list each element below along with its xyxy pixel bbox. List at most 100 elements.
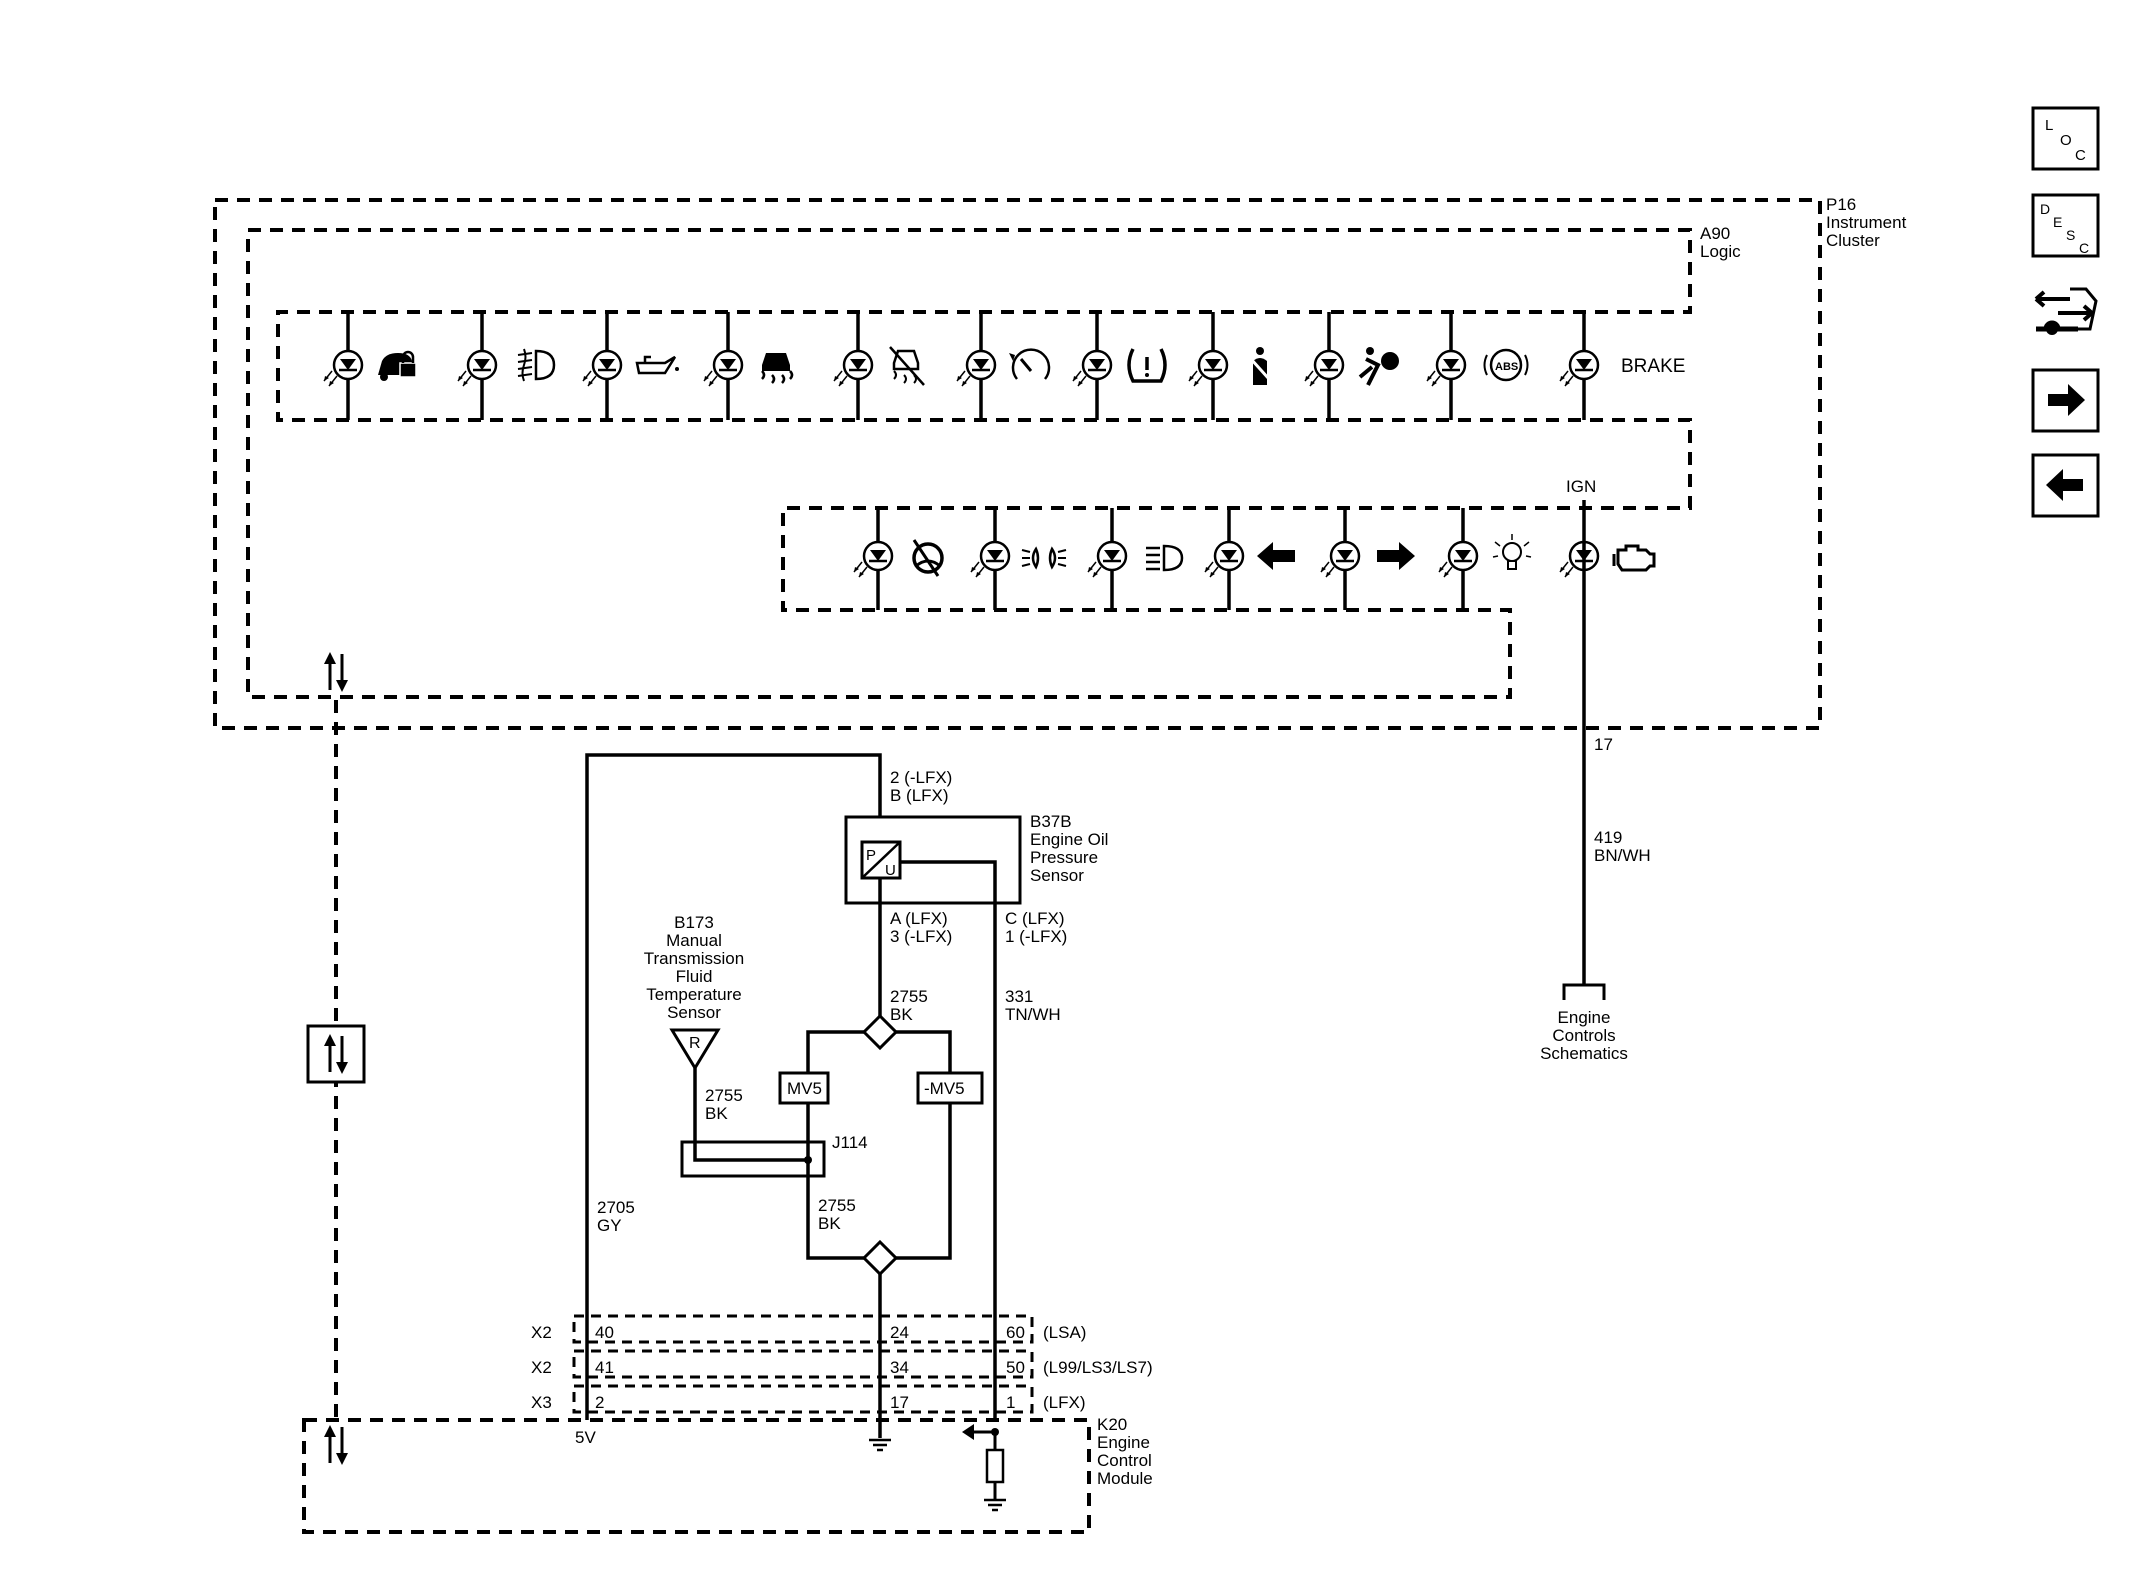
next-page-button[interactable] (2031, 368, 2100, 433)
engine-controls-label-2: Controls (1552, 1026, 1615, 1045)
b37b-label-3: Pressure (1030, 848, 1098, 867)
neg-mv5-label: -MV5 (924, 1079, 965, 1098)
k20-label-3: Control (1097, 1451, 1152, 1470)
k20-label-1: K20 (1097, 1415, 1127, 1434)
wire-331-signal (900, 860, 997, 1420)
connector-pin-1-gnd: 24 (890, 1323, 909, 1342)
svg-text:ABS: ABS (1495, 361, 1518, 373)
svg-text:L: L (2045, 117, 2053, 134)
ecm-resistor-ground-icon (982, 1498, 1008, 1512)
indicator-row-2 (852, 508, 1656, 610)
connector-pin-1-sig: 60 (1006, 1323, 1025, 1342)
b173-label-4: Fluid (676, 967, 713, 986)
b173-label-3: Transmission (644, 949, 744, 968)
description-button[interactable]: D E S C (2031, 193, 2100, 258)
security-lock-icon (378, 350, 417, 381)
b37b-pin-c-2: 1 (-LFX) (1005, 927, 1067, 946)
j114-splice-pack (680, 1140, 826, 1178)
connector-pin-1-5v: 40 (595, 1323, 614, 1342)
svg-text:O: O (2060, 132, 2072, 149)
wire-2755-left-label: 2755 (705, 1086, 743, 1105)
seatbelt-icon (1249, 347, 1271, 385)
ecm-signal-arrow-icon (962, 1424, 974, 1440)
connector-pin-3-5v: 2 (595, 1393, 604, 1412)
transducer-u: U (885, 862, 896, 879)
right-arrow-icon (2048, 384, 2085, 416)
connector-name-3: X3 (531, 1393, 552, 1412)
connector-rows: X2 40 24 60 (LSA) X2 41 34 50 (L99/LS3/L… (531, 1314, 1153, 1414)
k20-label-4: Module (1097, 1469, 1153, 1488)
mv5-branch-top (806, 1030, 880, 1073)
svg-text:E: E (2053, 214, 2062, 230)
parking-lamp-icon (1021, 546, 1067, 570)
connector-pin-3-sig: 1 (1006, 1393, 1015, 1412)
svg-text:C: C (2075, 147, 2086, 164)
connector-variant-1: (LSA) (1043, 1323, 1086, 1342)
engine-controls-label-1: Engine (1558, 1008, 1611, 1027)
a90-label-1: A90 (1700, 224, 1730, 243)
b173-label-2: Manual (666, 931, 722, 950)
svg-text:C: C (2079, 240, 2089, 256)
connector-pin-2-5v: 41 (595, 1358, 614, 1377)
svg-text:D: D (2040, 201, 2050, 217)
high-beam-icon (1146, 544, 1184, 572)
wire-331-color: TN/WH (1005, 1005, 1061, 1024)
b37b-label-2: Engine Oil (1030, 830, 1108, 849)
connector-pin-2-sig: 50 (1006, 1358, 1025, 1377)
wire-2705-5v-reference (585, 753, 882, 1420)
previous-page-button[interactable] (2031, 453, 2100, 518)
wire-2705-color: GY (597, 1216, 622, 1235)
connector-pin-3-gnd: 17 (890, 1393, 909, 1412)
engine-controls-connector (1562, 983, 1606, 1000)
p16-label-1: P16 (1826, 195, 1856, 214)
location-button[interactable]: L O C (2031, 106, 2100, 171)
wire-419-label: 419 (1594, 828, 1622, 847)
j114-label: J114 (832, 1133, 868, 1152)
p16-label-2: Instrument (1826, 213, 1907, 232)
mv5-branch-bottom (806, 1103, 880, 1260)
wire-331-label: 331 (1005, 987, 1033, 1006)
mv5-label: MV5 (787, 1079, 822, 1098)
five-volt-label: 5V (575, 1428, 596, 1447)
serial-data-icon (322, 650, 350, 694)
cruise-control-icon (1009, 348, 1051, 380)
b173-wire (693, 1068, 808, 1162)
b37b-label-1: B37B (1030, 812, 1072, 831)
tire-pressure-icon (1127, 348, 1167, 383)
b37b-top-pin-1: 2 (-LFX) (890, 768, 952, 787)
connector-locator-icon[interactable] (2034, 287, 2098, 335)
indicator-row-1: ABS BRAKE (322, 312, 1685, 420)
a90-label-2: Logic (1700, 242, 1741, 261)
connector-variant-3: (LFX) (1043, 1393, 1086, 1412)
b173-temperature-sensor (669, 1028, 721, 1071)
b173-label-5: Temperature (646, 985, 741, 1004)
k20-engine-control-module-box (302, 1418, 1091, 1534)
left-turn-icon (1257, 542, 1295, 570)
ecm-ground-icon (867, 1438, 893, 1452)
k20-serial-data-icon (322, 1423, 350, 1467)
wire-2755-low-label: 2755 (818, 1196, 856, 1215)
oil-pressure-icon (635, 355, 679, 375)
splice-diamond-bottom (861, 1239, 899, 1277)
brake-label: BRAKE (1621, 356, 1685, 377)
p16-instrument-cluster-box (213, 198, 1822, 730)
b173-r-label: R (689, 1035, 701, 1052)
left-arrow-icon (2046, 469, 2083, 501)
right-turn-icon (1377, 542, 1415, 570)
neg-mv5-branch-top (880, 1030, 952, 1073)
k20-label-2: Engine (1097, 1433, 1150, 1452)
wire-2755-top-label: 2755 (890, 987, 928, 1006)
p16-label-3: Cluster (1826, 231, 1880, 250)
airbag-icon (1358, 347, 1399, 386)
splice-diamond-top (861, 1013, 899, 1051)
connector-pin-2-gnd: 34 (890, 1358, 909, 1377)
mv5-variant-box (778, 1071, 830, 1105)
engine-controls-label-3: Schematics (1540, 1044, 1628, 1063)
serial-data-module-box (306, 1024, 366, 1084)
svg-text:S: S (2066, 227, 2075, 243)
wire-419-color: BN/WH (1594, 846, 1651, 865)
a90-logic-box (246, 228, 1692, 699)
b173-label-6: Sensor (667, 1003, 721, 1022)
b37b-pin-c-1: C (LFX) (1005, 909, 1065, 928)
